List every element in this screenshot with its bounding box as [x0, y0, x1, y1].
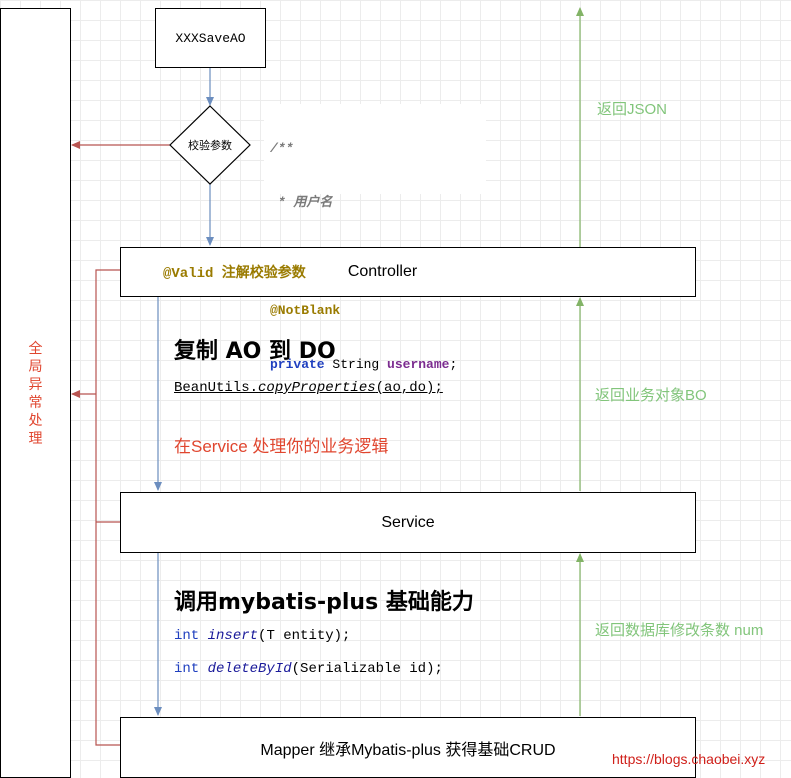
- mapper-label: Mapper 继承Mybatis-plus 获得基础CRUD: [260, 741, 556, 759]
- copy-ao-to-do-title: 复制 AO 到 DO: [174, 339, 336, 364]
- bean-utils-class: BeanUtils.: [174, 380, 259, 396]
- controller-box: @Valid 注解校验参数 Controller: [120, 247, 696, 297]
- red-bracket: [95, 269, 120, 746]
- service-label: Service: [381, 513, 435, 531]
- controller-label: Controller: [347, 263, 418, 280]
- comment-line-2: * 用户名: [270, 195, 333, 210]
- not-blank-annotation: @NotBlank: [270, 303, 341, 318]
- return-num-label: 返回数据库修改条数 num: [595, 622, 764, 639]
- mybatis-title: 调用mybatis-plus 基础能力: [174, 590, 474, 615]
- private-keyword: private: [270, 357, 325, 372]
- global-exception-label: 全局异常处理: [28, 340, 43, 446]
- copy-properties-method: copyProperties: [258, 380, 376, 396]
- service-logic-note: 在Service 处理你的业务逻辑: [174, 437, 389, 456]
- field-code-block: /** * 用户名 */ @NotBlank private String us…: [264, 104, 486, 372]
- insert-name: insert: [207, 628, 259, 644]
- delete-method: int deleteById(Serializable id);: [174, 661, 443, 677]
- save-ao-box: XXXSaveAO: [155, 8, 266, 68]
- insert-method: int insert(T entity);: [174, 628, 350, 644]
- service-box: Service: [120, 492, 696, 553]
- comment-line-1: /**: [270, 141, 294, 156]
- insert-args: (T entity);: [258, 628, 351, 644]
- watermark: https://blogs.chaobei.xyz: [612, 751, 766, 767]
- semicolon: ;: [449, 357, 458, 372]
- field-declaration: private String username;: [270, 356, 486, 374]
- mapper-box: Mapper 继承Mybatis-plus 获得基础CRUD: [120, 717, 696, 778]
- username-field: username: [387, 357, 450, 372]
- return-json-label: 返回JSON: [597, 101, 668, 118]
- delete-args: (Serializable id);: [291, 661, 443, 677]
- valid-annotation-note: @Valid 注解校验参数: [163, 266, 306, 282]
- string-type: String: [332, 357, 380, 372]
- delete-name: deleteById: [207, 661, 292, 677]
- save-ao-label: XXXSaveAO: [175, 30, 246, 46]
- return-bo-label: 返回业务对象BO: [595, 387, 707, 404]
- copy-properties-args: (ao,do);: [375, 380, 443, 396]
- delete-return-type: int: [174, 661, 200, 677]
- global-exception-box: 全局异常处理: [0, 8, 71, 778]
- check-params-label: 校验参数: [188, 140, 232, 152]
- bean-utils-code: BeanUtils.copyProperties(ao,do);: [174, 380, 443, 396]
- insert-return-type: int: [174, 628, 200, 644]
